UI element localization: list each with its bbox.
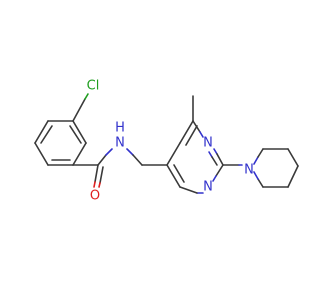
c-cl-bond-cl-half <box>84 93 89 100</box>
pyrimidine-bond-n1-c2 <box>216 153 224 166</box>
benzene-double-bond-1 <box>40 125 53 144</box>
piperidine-bond-c6-n-n <box>253 171 259 180</box>
n-ch2-bond <box>132 154 143 166</box>
piperidine-bond-n-c2 <box>257 148 264 158</box>
atom-labels: Cl N H O N N N <box>87 79 254 204</box>
piperidine-ring <box>253 148 299 188</box>
pyrimidine-bond-n3-c4-a <box>179 186 198 194</box>
piperidine-bond-c3-c4 <box>287 148 299 167</box>
benzene-bond-5 <box>72 142 87 166</box>
carbonyl-n-bond-n <box>105 148 113 156</box>
pyrimidine-double-n3-c4 <box>173 164 185 183</box>
pyrimidine-ring <box>166 120 224 194</box>
benzene-bond-3 <box>34 142 49 166</box>
benzene-ring <box>34 120 87 166</box>
benzene-double-bond-3 <box>69 125 82 144</box>
pyrimidine-bond-c4-c5 <box>166 142 181 166</box>
pyrimidine-double-n1-c2 <box>211 156 218 166</box>
chlorine-label: Cl <box>87 79 100 94</box>
carbonyl-bond-a-o <box>93 181 96 188</box>
pyrimidine-bond-c6-n1 <box>192 120 201 133</box>
piperidine-bond-n-c2-n <box>253 156 259 165</box>
pyrimidine-bond-c6-n1-n <box>199 131 204 138</box>
benzene-bond-6 <box>72 120 87 144</box>
pyrimidine-double-n1-c2-n <box>208 151 213 158</box>
carbonyl-oxygen-label: O <box>90 189 100 204</box>
pyrimidine-bond-c5-c6 <box>179 120 194 144</box>
c-cl-bond <box>72 98 86 122</box>
amide-nitrogen-label: N <box>115 136 125 151</box>
carbonyl-bond-a <box>94 164 99 183</box>
pyrimidine-double-c5-c6 <box>185 125 198 146</box>
pyrimidine-bond-c2-n3 <box>215 164 224 177</box>
piperidine-bond-c4-c5 <box>287 165 299 188</box>
piperidine-nitrogen-label: N <box>244 163 254 178</box>
amide-hydrogen-label: H <box>115 121 125 136</box>
molecule-structure-diagram: Cl N H O N N N <box>34 79 299 204</box>
carbonyl-bond-b <box>99 166 104 184</box>
n-ch2-bond-n <box>126 148 134 156</box>
pyrimidine-n3-label: N <box>203 180 213 195</box>
benzene-bond-2 <box>34 120 49 144</box>
pyrimidine-bond-n1-c2-n <box>213 148 218 155</box>
piperidine-bond-c6-n <box>257 178 264 188</box>
carbonyl-bond-b-o <box>98 182 101 188</box>
pyrimidine-n1-label: N <box>203 136 213 151</box>
pyrimidine-bond-c2-n3-n <box>212 175 217 182</box>
carbonyl-n-bond <box>97 154 107 166</box>
pyrimidine-bond-n3-c4 <box>166 164 181 188</box>
